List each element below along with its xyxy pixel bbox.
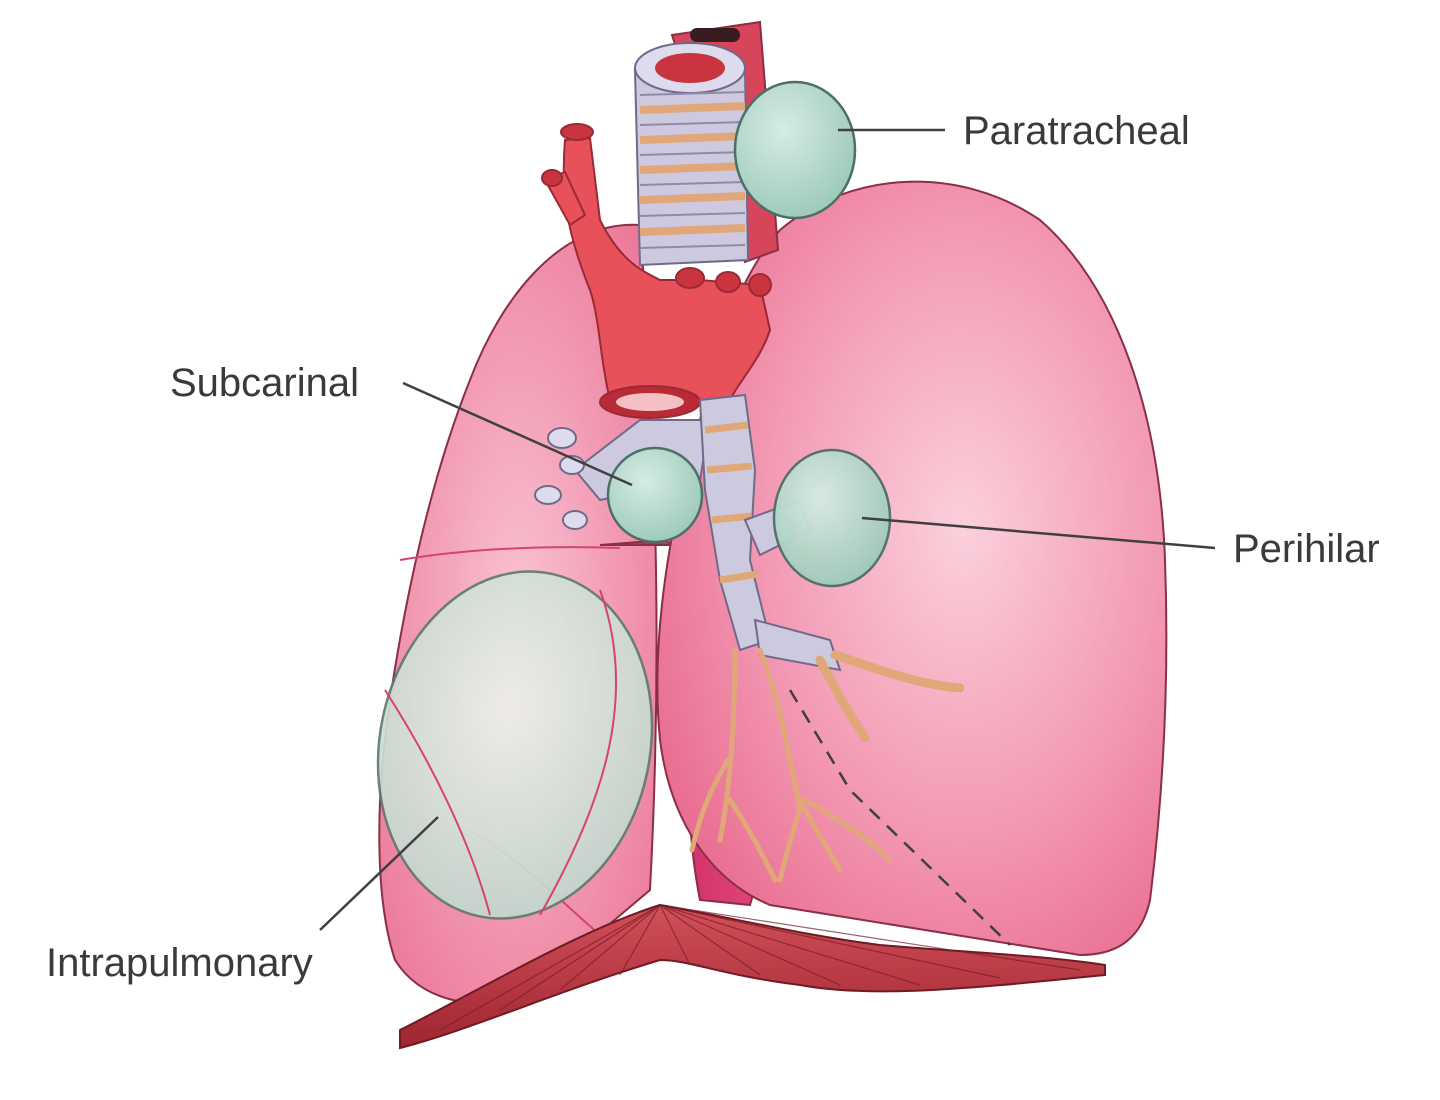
subcarinal-leader [402, 381, 633, 487]
subcarinal-node [606, 446, 704, 544]
intrapulmonary-node [376, 570, 654, 920]
diaphragm [399, 903, 1106, 1050]
label-subcarinal: Subcarinal [170, 361, 359, 405]
label-paratracheal: Paratracheal [963, 109, 1190, 153]
perihilar-node [772, 448, 892, 588]
trachea [633, 20, 780, 267]
intrapulmonary-leader [319, 816, 439, 931]
perihilar-leader [861, 516, 1216, 550]
label-intrapulmonary: Intrapulmonary [46, 941, 313, 985]
label-perihilar: Perihilar [1233, 527, 1380, 571]
paratracheal-node [733, 80, 857, 220]
